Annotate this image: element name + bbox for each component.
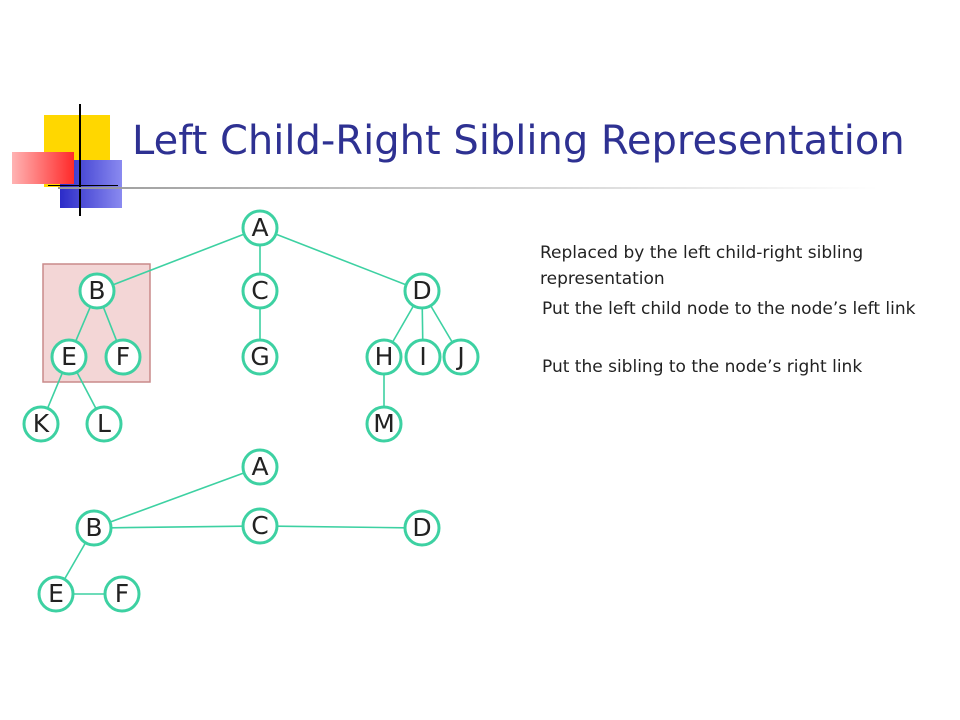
converted-node-label: D (412, 513, 431, 542)
original-node-circle (442, 338, 480, 376)
converted-edge-b-e (63, 542, 87, 580)
page-title: Left Child-Right Sibling Representation (132, 118, 905, 164)
converted-node-circle (103, 575, 141, 613)
original-node-circle (365, 405, 403, 443)
original-node-circle (22, 405, 60, 443)
converted-node-label: C (251, 511, 268, 540)
original-node-i: I (404, 338, 442, 376)
original-edge-d-j (429, 305, 454, 343)
original-edge-b-f (102, 306, 118, 342)
original-node-circle (78, 272, 116, 310)
note-left-child: Put the left child node to the node’s le… (542, 299, 916, 319)
converted-node-label: E (48, 579, 64, 608)
original-edge-d-h (391, 305, 415, 343)
original-node-label: H (375, 342, 394, 371)
original-node-circle (241, 209, 279, 247)
original-node-label: E (61, 342, 77, 371)
original-node-circle (241, 272, 279, 310)
original-node-j: J (442, 338, 480, 376)
original-node-a: A (241, 209, 279, 247)
converted-node-b: B (75, 509, 113, 547)
converted-node-circle (75, 509, 113, 547)
original-node-c: C (241, 272, 279, 310)
original-node-circle (50, 338, 88, 376)
original-node-label: L (97, 409, 111, 438)
converted-node-label: B (85, 513, 102, 542)
converted-node-e: E (37, 575, 75, 613)
original-node-m: M (365, 405, 403, 443)
deco-vertical-line (79, 104, 81, 216)
original-node-circle (403, 272, 441, 310)
original-node-label: K (33, 409, 50, 438)
original-node-label: G (250, 342, 269, 371)
deco-red-bar (12, 152, 74, 184)
original-node-label: B (88, 276, 105, 305)
original-edge-b-e (74, 306, 92, 342)
converted-node-d: D (403, 509, 441, 547)
original-node-circle (104, 338, 142, 376)
original-node-label: C (251, 276, 268, 305)
original-node-l: L (85, 405, 123, 443)
original-node-b: B (78, 272, 116, 310)
converted-node-circle (403, 509, 441, 547)
deco-horizontal-line (48, 185, 118, 186)
converted-edge-a-b (109, 472, 245, 523)
original-node-circle (404, 338, 442, 376)
converted-node-circle (37, 575, 75, 613)
original-node-label: A (251, 213, 268, 242)
original-node-g: G (241, 338, 279, 376)
original-node-d: D (403, 272, 441, 310)
converted-node-circle (241, 507, 279, 545)
converted-node-a: A (241, 448, 279, 486)
original-edge-e-l (76, 371, 97, 410)
converted-node-circle (241, 448, 279, 486)
note-sibling: Put the sibling to the node’s right link (542, 357, 863, 377)
original-node-label: D (412, 276, 431, 305)
converted-node-f: F (103, 575, 141, 613)
original-edge-e-k (46, 372, 64, 409)
original-node-e: E (50, 338, 88, 376)
original-edge-a-b (112, 233, 245, 286)
original-node-label: I (419, 342, 426, 371)
original-node-label: F (116, 342, 130, 371)
converted-node-label: F (115, 579, 129, 608)
converted-node-label: A (251, 452, 268, 481)
original-node-h: H (365, 338, 403, 376)
original-node-circle (241, 338, 279, 376)
original-node-label: J (455, 342, 464, 371)
converted-edge-b-c (110, 525, 244, 529)
converted-edge-c-d (276, 525, 406, 529)
converted-node-c: C (241, 507, 279, 545)
original-node-circle (365, 338, 403, 376)
original-edge-a-d (275, 233, 407, 286)
title-underline (58, 187, 878, 189)
original-node-k: K (22, 405, 60, 443)
note-replaced: Replaced by the left child-right sibling… (540, 243, 864, 289)
original-node-label: M (373, 409, 395, 438)
original-node-f: F (104, 338, 142, 376)
original-node-circle (85, 405, 123, 443)
